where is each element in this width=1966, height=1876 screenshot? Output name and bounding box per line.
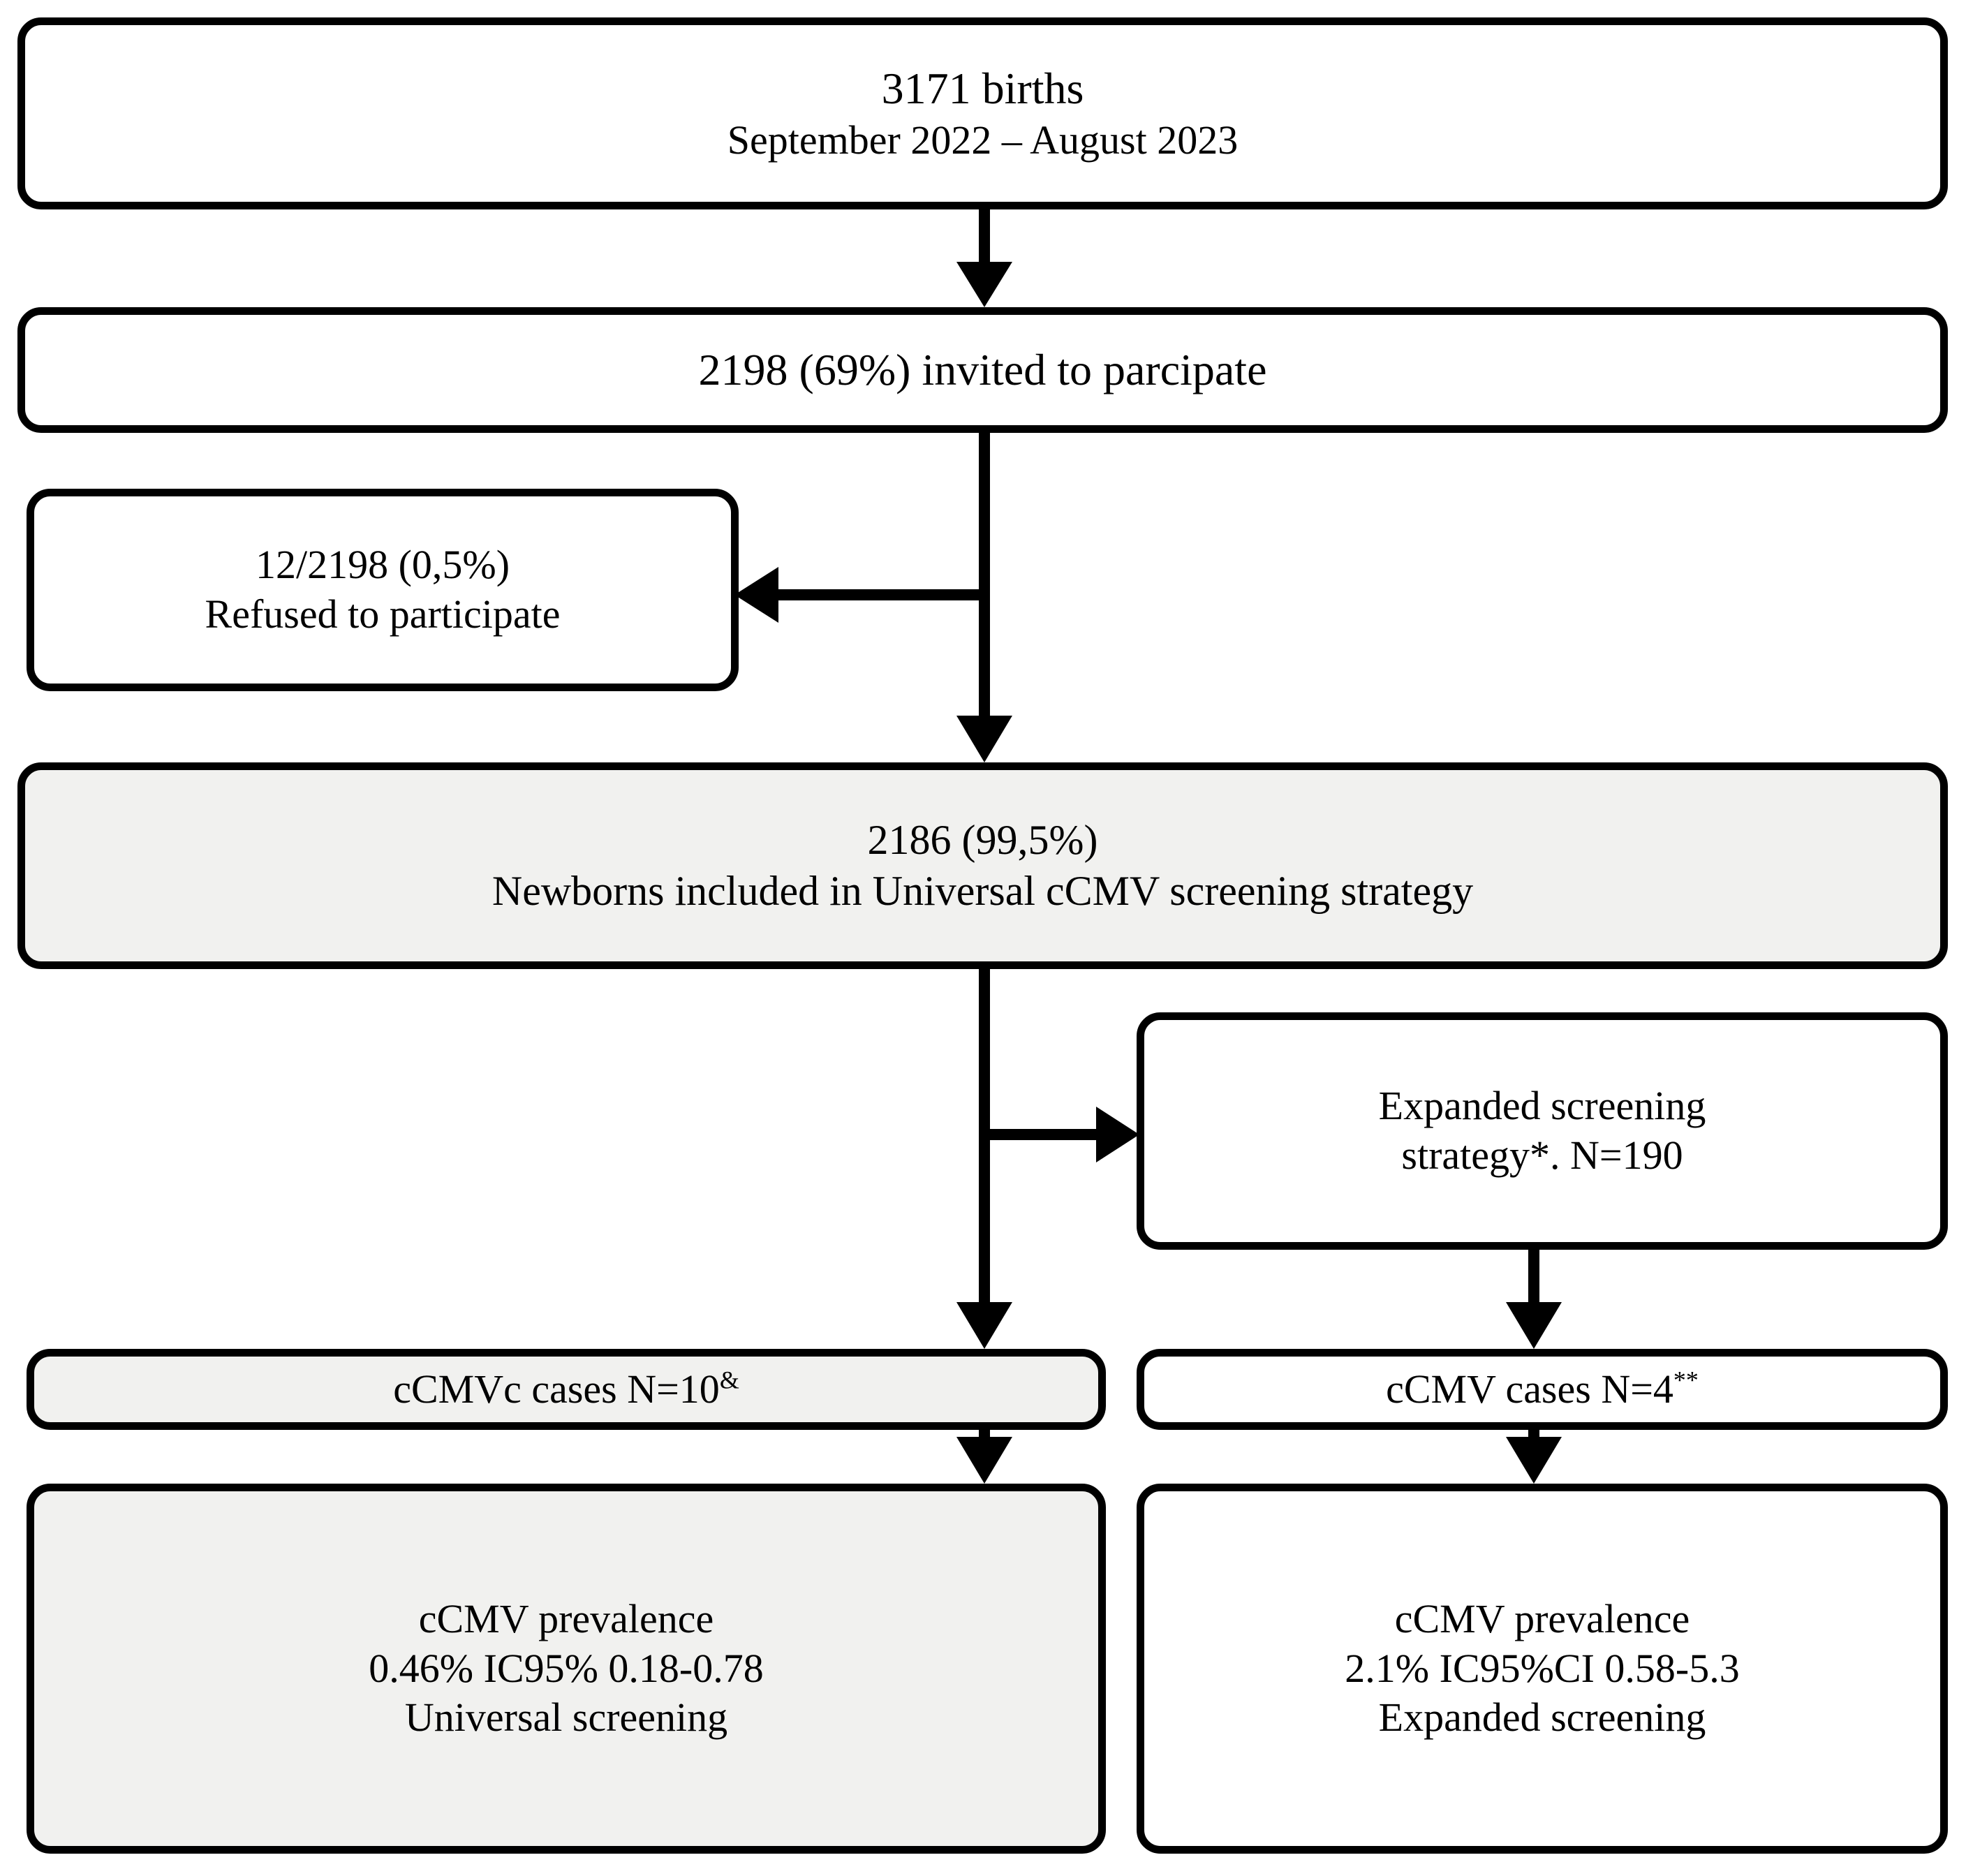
node-invited: 2198 (69%) invited to parcipate [17,307,1948,433]
expanded-cases-marker: ** [1673,1366,1699,1394]
connector-births-to-invited [956,209,1012,307]
invited-label: 2198 (69%) invited to parcipate [698,344,1267,394]
included-count-label: 2186 (99,5%) [867,816,1098,863]
connector-invited-to-included [956,433,1012,762]
expanded-cases-label: cCMV cases N=4** [1386,1365,1699,1415]
universal-cases-marker: & [719,1366,739,1394]
included-description-label: Newborns included in Universal cCMV scre… [492,868,1474,914]
expanded-prevalence-strategy-label: Expanded screening [1378,1694,1706,1741]
node-included: 2186 (99,5%) Newborns included in Univer… [17,762,1948,969]
connector-universal-cases-to-universal-prevalence [956,1430,1012,1484]
node-refused: 12/2198 (0,5%) Refused to participate [27,489,739,691]
expanded-strategy-line2-label: strategy*. N=190 [1401,1132,1683,1178]
connector-expanded-cases-to-expanded-prevalence [1506,1430,1562,1484]
births-period-label: September 2022 – August 2023 [727,117,1239,163]
node-expanded-cases: cCMV cases N=4** [1137,1349,1948,1430]
universal-cases-text: cCMVc cases N=10 [393,1366,720,1412]
universal-cases-label: cCMVc cases N=10& [393,1365,739,1415]
connector-invited-to-refused [734,567,984,623]
expanded-prevalence-value-label: 2.1% IC95%CI 0.58-5.3 [1345,1645,1740,1691]
node-expanded-prevalence: cCMV prevalence 2.1% IC95%CI 0.58-5.3 Ex… [1137,1484,1948,1854]
expanded-prevalence-title-label: cCMV prevalence [1394,1595,1690,1641]
node-expanded-strategy: Expanded screening strategy*. N=190 [1137,1012,1948,1250]
node-universal-cases: cCMVc cases N=10& [27,1349,1106,1430]
connector-included-to-universal-cases [956,969,1012,1349]
refused-count-label: 12/2198 (0,5%) [255,542,510,588]
connector-expanded-strategy-to-expanded-cases [1506,1250,1562,1349]
refused-description-label: Refused to participate [205,591,561,637]
universal-prevalence-title-label: cCMV prevalence [418,1595,714,1641]
expanded-cases-text: cCMV cases N=4 [1386,1366,1673,1412]
connector-included-to-expanded-strategy [984,1107,1139,1162]
node-births: 3171 births September 2022 – August 2023 [17,17,1948,209]
births-count-label: 3171 births [881,64,1084,114]
universal-prevalence-value-label: 0.46% IC95% 0.18-0.78 [369,1645,764,1691]
expanded-strategy-line1-label: Expanded screening [1378,1083,1706,1129]
node-universal-prevalence: cCMV prevalence 0.46% IC95% 0.18-0.78 Un… [27,1484,1106,1854]
universal-prevalence-strategy-label: Universal screening [404,1694,728,1741]
